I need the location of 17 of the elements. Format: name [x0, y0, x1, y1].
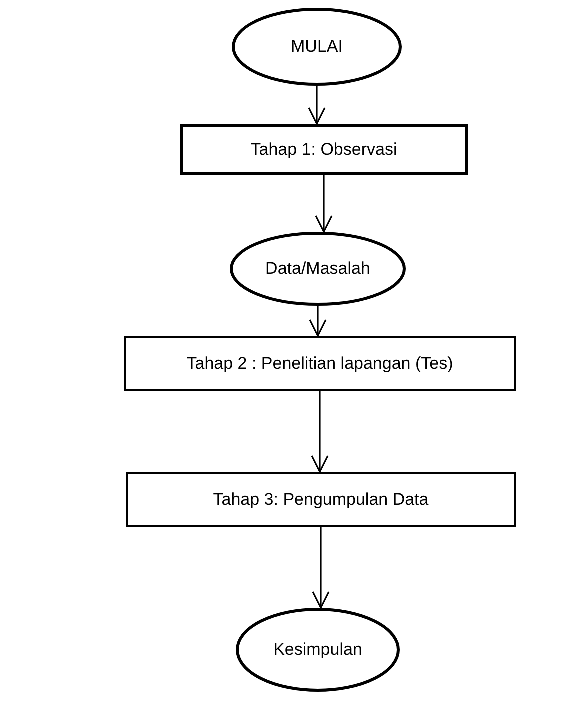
arrow: [311, 391, 329, 473]
node-label: Tahap 3: Pengumpulan Data: [213, 488, 429, 511]
node-label: Data/Masalah: [266, 258, 370, 280]
process-box: [124, 336, 516, 391]
node-label: MULAI: [291, 36, 343, 58]
node-label: Tahap 2 : Penelitian lapangan (Tes): [186, 352, 454, 375]
data-ellipse: [230, 232, 406, 306]
arrow: [309, 306, 327, 337]
process-box: [180, 124, 468, 175]
node-label: Tahap 1: Observasi: [250, 138, 398, 161]
start-ellipse: [232, 8, 402, 86]
node-label: Kesimpulan: [274, 639, 362, 662]
process-box: [126, 472, 516, 527]
arrow: [315, 175, 333, 233]
arrow: [312, 527, 330, 609]
end-ellipse: [236, 608, 400, 692]
arrow: [308, 86, 326, 125]
